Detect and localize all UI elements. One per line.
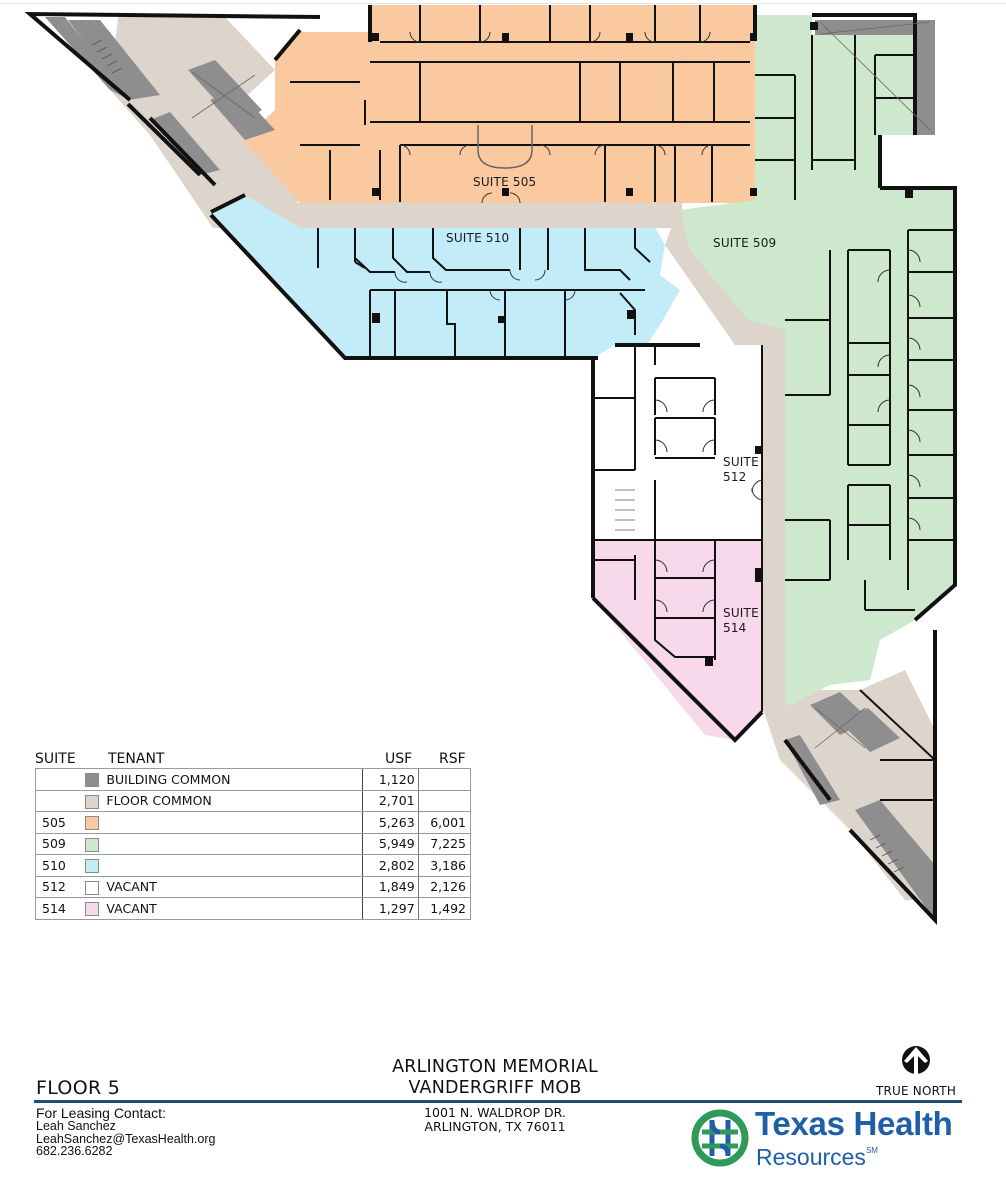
legend-header: SUITE TENANT USF RSF	[35, 751, 471, 768]
exterior-walls	[24, 5, 957, 926]
header-suite: SUITE	[35, 751, 76, 767]
contact-email[interactable]: LeahSanchez@TexasHealth.org	[36, 1131, 216, 1146]
suite-509-area	[680, 15, 955, 705]
swatch-floor-common	[84, 794, 99, 809]
logo-line1: Texas Health	[755, 1105, 953, 1142]
building-address: 1001 N. WALDROP DR. ARLINGTON, TX 76011	[424, 1105, 566, 1134]
elevator-shafts	[191, 21, 931, 749]
swatch-512	[84, 880, 99, 895]
legend-row-505: 505 5,263 6,001	[35, 811, 471, 834]
reception-desk	[477, 125, 533, 169]
swatch-505	[84, 816, 99, 830]
contact-phone: 682.236.6282	[36, 1144, 113, 1158]
page-top-border	[0, 3, 1006, 4]
texas-health-resources-logo: Texas Health ResourcesSM	[690, 1105, 970, 1170]
legend-row-512: 512 VACANT 1,849 2,126	[35, 875, 471, 898]
contact-name: Leah Sanchez	[36, 1119, 116, 1133]
legend-row-510: 510 2,802 3,186	[35, 854, 471, 877]
legend-table: BUILDING COMMON 1,120 FLOOR COMMON 2,701…	[35, 768, 471, 920]
swatch-509	[84, 837, 99, 852]
suite-514-label: SUITE 514	[723, 606, 759, 635]
contact-heading: For Leasing Contact:	[36, 1105, 166, 1121]
building-name: ARLINGTON MEMORIAL VANDERGRIFF MOB	[392, 1057, 598, 1098]
true-north-indicator: TRUE NORTH	[868, 1045, 964, 1098]
swatch-514	[84, 902, 99, 916]
suite-legend: SUITE TENANT USF RSF BUILDING COMMON 1,1…	[35, 751, 471, 920]
suite-510-label: SUITE 510	[446, 231, 510, 245]
texas-health-knot-icon	[691, 1109, 749, 1167]
legend-row-floor-common: FLOOR COMMON 2,701	[35, 789, 471, 812]
legend-row-514: 514 VACANT 1,297 1,492	[35, 897, 471, 920]
structural-columns	[372, 22, 913, 666]
stairs	[91, 39, 905, 873]
leasing-contact: For Leasing Contact: Leah Sanchez LeahSa…	[36, 1106, 215, 1158]
footer-divider	[34, 1100, 962, 1103]
legend-row-509: 509 5,949 7,225	[35, 832, 471, 855]
interior-walls	[290, 5, 955, 801]
suite-512-area	[593, 330, 762, 540]
suite-512-label: SUITE 512	[723, 455, 759, 484]
suite-509-label: SUITE 509	[713, 236, 777, 250]
floor-title: FLOOR 5	[36, 1077, 121, 1099]
header-usf: USF	[385, 751, 413, 767]
header-rsf: RSF	[439, 751, 466, 767]
suite-505-label: SUITE 505	[473, 175, 537, 189]
header-tenant: TENANT	[108, 751, 165, 767]
swatch-building-common	[84, 773, 99, 787]
north-arrow-icon	[902, 1046, 930, 1074]
door-swings	[394, 31, 921, 613]
logo-line2: ResourcesSM	[756, 1144, 878, 1170]
floor-common-area	[110, 17, 935, 900]
legend-row-building-common: BUILDING COMMON 1,120	[35, 768, 471, 791]
suite-514-area	[593, 540, 762, 740]
suite-505-area	[243, 5, 755, 203]
suite-510-area	[211, 195, 680, 358]
swatch-510	[84, 859, 99, 873]
